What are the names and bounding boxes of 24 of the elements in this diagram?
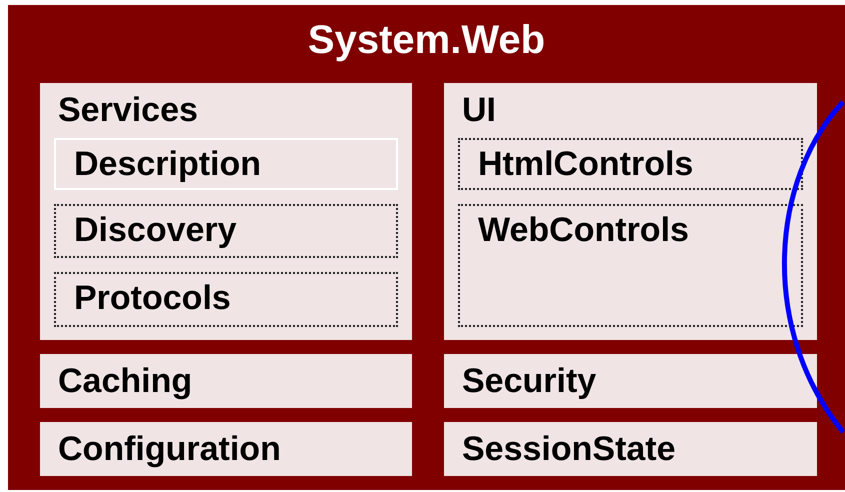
subpanel-box <box>54 138 398 190</box>
subpanel-label: HtmlControls <box>478 144 694 184</box>
panel-heading: Services <box>58 90 198 130</box>
panel-heading: Caching <box>58 361 192 401</box>
namespace-panel <box>444 83 817 340</box>
subpanel-label: Discovery <box>74 210 237 250</box>
system-box <box>8 5 845 490</box>
panel-heading: Security <box>462 361 596 401</box>
subpanel-box <box>458 138 803 190</box>
subpanel-box <box>54 204 398 258</box>
namespace-box <box>40 354 412 408</box>
subpanel-label: Description <box>74 144 262 184</box>
namespace-box <box>40 422 412 476</box>
namespace-box <box>444 354 817 408</box>
panel-heading: UI <box>462 90 496 130</box>
box-heading: System.Web <box>306 17 546 64</box>
subpanel-label: Protocols <box>74 278 231 318</box>
subpanel-box <box>54 272 398 327</box>
panel-heading: SessionState <box>462 429 676 469</box>
namespace-box <box>444 422 817 476</box>
subpanel-box <box>458 204 803 327</box>
subpanel-label: WebControls <box>478 210 689 250</box>
namespace-panel <box>40 83 412 340</box>
panel-heading: Configuration <box>58 429 281 469</box>
